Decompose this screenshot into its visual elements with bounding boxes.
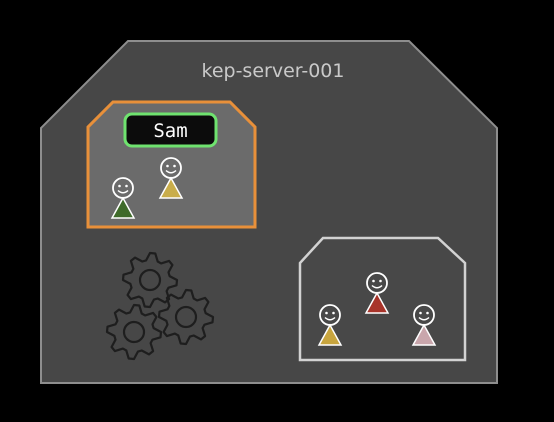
user-avatar-icon	[110, 177, 136, 219]
user-head	[413, 304, 435, 326]
user-eye	[426, 311, 429, 315]
user-eye	[372, 279, 375, 283]
room-users	[110, 157, 184, 219]
gear-hub	[138, 268, 162, 292]
user-eye	[419, 311, 422, 315]
gear-hub	[122, 320, 146, 344]
user-body	[158, 176, 184, 199]
server-title: kep-server-001	[202, 60, 345, 82]
user-eye	[166, 164, 169, 168]
user-smile	[418, 316, 430, 321]
user-body	[110, 196, 136, 219]
user-avatar-icon	[364, 272, 390, 314]
user-head	[112, 177, 134, 199]
gear-icon	[105, 303, 163, 361]
user-eye	[332, 311, 335, 315]
user-eye	[379, 279, 382, 283]
user-body	[317, 323, 343, 346]
room-label-box	[123, 112, 218, 148]
user-head	[160, 157, 182, 179]
user-eye	[325, 311, 328, 315]
user-smile	[117, 189, 129, 194]
gear-outline	[157, 288, 215, 346]
user-head	[319, 304, 341, 326]
user-avatar-icon	[411, 304, 437, 346]
user-body	[364, 291, 390, 314]
room-sam: Sam	[86, 100, 257, 229]
room-label: Sam	[153, 120, 187, 142]
gear-icon	[157, 288, 215, 346]
gear-outline	[121, 251, 179, 309]
user-eye	[118, 184, 121, 188]
room-users	[317, 272, 437, 346]
user-eye	[173, 164, 176, 168]
user-body	[411, 323, 437, 346]
user-smile	[371, 284, 383, 289]
user-head	[366, 272, 388, 294]
gear-outline	[105, 303, 163, 361]
user-smile	[324, 316, 336, 321]
gear-icon	[121, 251, 179, 309]
room-unnamed	[298, 236, 467, 362]
user-smile	[165, 169, 177, 174]
user-eye	[125, 184, 128, 188]
user-avatar-icon	[317, 304, 343, 346]
gear-hub	[174, 305, 198, 329]
user-avatar-icon	[158, 157, 184, 199]
gears-icon	[105, 251, 215, 361]
